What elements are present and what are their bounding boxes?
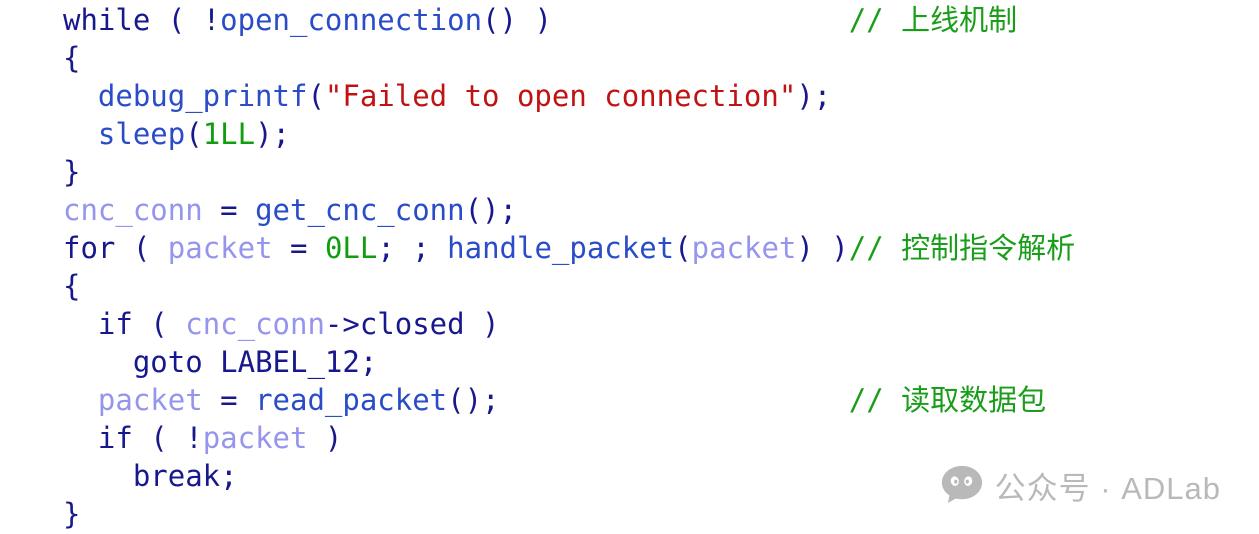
code-line: if ( cnc_conn->closed ) [63,305,1259,343]
code-token-pl: = [202,383,256,417]
code-token-pl: ( [115,231,168,265]
watermark: 公众号 · ADLab [939,462,1221,508]
code-token-pl: ) [307,421,343,455]
code-token-pl: () ) [482,3,552,37]
wechat-icon [939,462,985,508]
code-line: while ( !open_connection() ) // 上线机制 [63,1,1259,39]
code-token-pl: ( ! [150,3,221,37]
code-token-pl [63,117,98,151]
code-line: break; [63,457,1259,495]
code-token-pl [63,345,133,379]
code-token-cm: // 上线机制 [848,3,1018,37]
code-token-fn: get_cnc_conn [255,193,465,227]
code-line: debug_printf("Failed to open connection"… [63,77,1259,115]
code-token-str: "Failed to open connection" [324,79,797,113]
code-token-pl [63,459,133,493]
code-token-pl: ); [255,117,291,151]
code-line: packet = read_packet(); // 读取数据包 [63,381,1259,419]
code-token-pl: ; ; [377,231,448,265]
code-token-pl: LABEL_12; [202,345,378,379]
code-line: if ( !packet ) [63,419,1259,457]
code-token-pl: { [63,41,81,75]
code-token-kw: for [63,231,116,265]
code-token-num: 1LL [202,117,256,151]
code-token-var: cnc_conn [63,193,203,227]
code-token-pl [63,307,98,341]
code-token-pl: } [63,497,81,531]
code-line: goto LABEL_12; [63,343,1259,381]
code-line: { [63,267,1259,305]
code-token-pl: = [272,231,325,265]
code-token-pl: (); [447,383,500,417]
code-token-kw: if [97,307,133,341]
code-token-var: cnc_conn [185,307,325,341]
code-token-fn: open_connection [220,3,483,37]
code-token-fn: handle_packet [447,231,675,265]
watermark-text: 公众号 · ADLab [994,470,1221,506]
code-token-cm: // 读取数据包 [848,383,1047,417]
code-line: } [63,153,1259,191]
code-token-pl: ( ! [132,421,203,455]
code-token-pl: = [202,193,256,227]
code-token-var: packet [167,231,273,265]
code-token-fn: debug_printf [97,79,308,113]
code-token-kw: break [132,459,221,493]
code-token-pl [500,383,849,417]
code-token-fn: read_packet [255,383,448,417]
code-token-pl: ); [796,79,832,113]
code-token-var: packet [202,421,308,455]
code-token-var: packet [691,231,797,265]
code-token-cm: // 控制指令解析 [848,231,1076,265]
code-token-var: packet [97,383,203,417]
code-line: } [63,495,1259,533]
code-token-pl [63,421,98,455]
code-token-pl: ( [674,231,692,265]
code-token-fn: sleep [97,117,186,151]
code-token-pl [63,383,98,417]
code-token-pl: ( [185,117,203,151]
code-line: sleep(1LL); [63,115,1259,153]
code-token-pl: ( [132,307,186,341]
code-token-pl: } [63,155,81,189]
code-line: for ( packet = 0LL; ; handle_packet(pack… [63,229,1259,267]
code-token-pl: ) ) [796,231,849,265]
code-token-kw: goto [132,345,203,379]
code-token-pl: (); [464,193,517,227]
code-token-num: 0LL [324,231,378,265]
code-token-pl [552,3,849,37]
code-line: cnc_conn = get_cnc_conn(); [63,191,1259,229]
code-token-kw: if [97,421,133,455]
code-token-pl: ( [307,79,325,113]
code-line: { [63,39,1259,77]
code-token-pl: ; [220,459,238,493]
code-token-pl: ->closed ) [324,307,500,341]
code-token-pl: { [63,269,81,303]
code-token-kw: while [63,3,151,37]
code-token-pl [63,79,98,113]
